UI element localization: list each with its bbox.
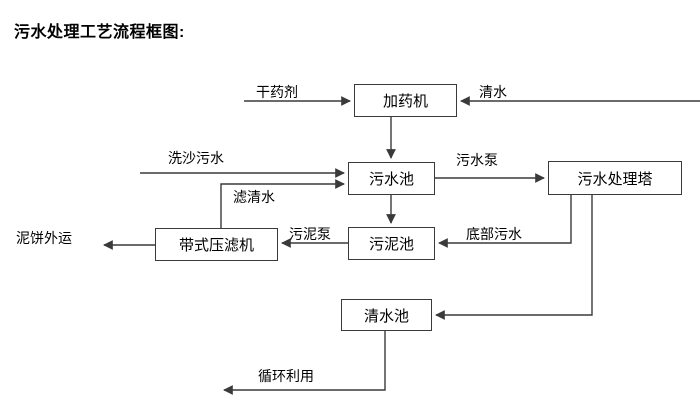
node-wushuichulita[interactable]: 污水处理塔: [548, 161, 682, 195]
node-jiayaoji-label: 加药机: [382, 93, 428, 110]
edge-label-wunibeng: 污泥泵: [289, 226, 331, 242]
terminal-label-nibingwaiyun: 泥饼外运: [16, 230, 72, 246]
node-daishiyaluji[interactable]: 带式压滤机: [155, 228, 278, 261]
node-wushuichi[interactable]: 污水池: [348, 162, 435, 195]
node-wushuichulita-label: 污水处理塔: [577, 170, 653, 188]
node-wunichi-label: 污泥池: [368, 236, 414, 253]
edge-lvqingshui-to-wushuichi: [220, 179, 345, 228]
node-wunichi[interactable]: 污泥池: [348, 227, 435, 260]
node-jiayaoji[interactable]: 加药机: [354, 84, 457, 117]
edge-chulita-to-wunichi: [438, 195, 572, 248]
edge-label-lvqingshui: 滤清水: [233, 189, 275, 205]
edge-label-xishawushui: 洗沙污水: [168, 150, 224, 166]
page-title: 污水处理工艺流程框图:: [14, 24, 185, 41]
edge-label-qingshui: 清水: [479, 84, 507, 100]
node-qingshuichi-label: 清水池: [363, 307, 409, 325]
node-qingshuichi[interactable]: 清水池: [341, 299, 432, 331]
node-wushuichi-label: 污水池: [368, 171, 414, 188]
edge-label-xunhuanliyong: 循环利用: [258, 368, 314, 384]
edge-chulita-to-qingshuichi: [435, 195, 593, 320]
edge-label-dibuwushui: 底部污水: [466, 226, 522, 242]
node-daishiyaluji-label: 带式压滤机: [178, 237, 254, 254]
edge-label-ganyaoji: 干药剂: [256, 84, 298, 100]
edge-qingshuichi-to-xunhuanliyong: [223, 331, 386, 395]
edge-label-wushuibeng: 污水泵: [456, 152, 498, 168]
